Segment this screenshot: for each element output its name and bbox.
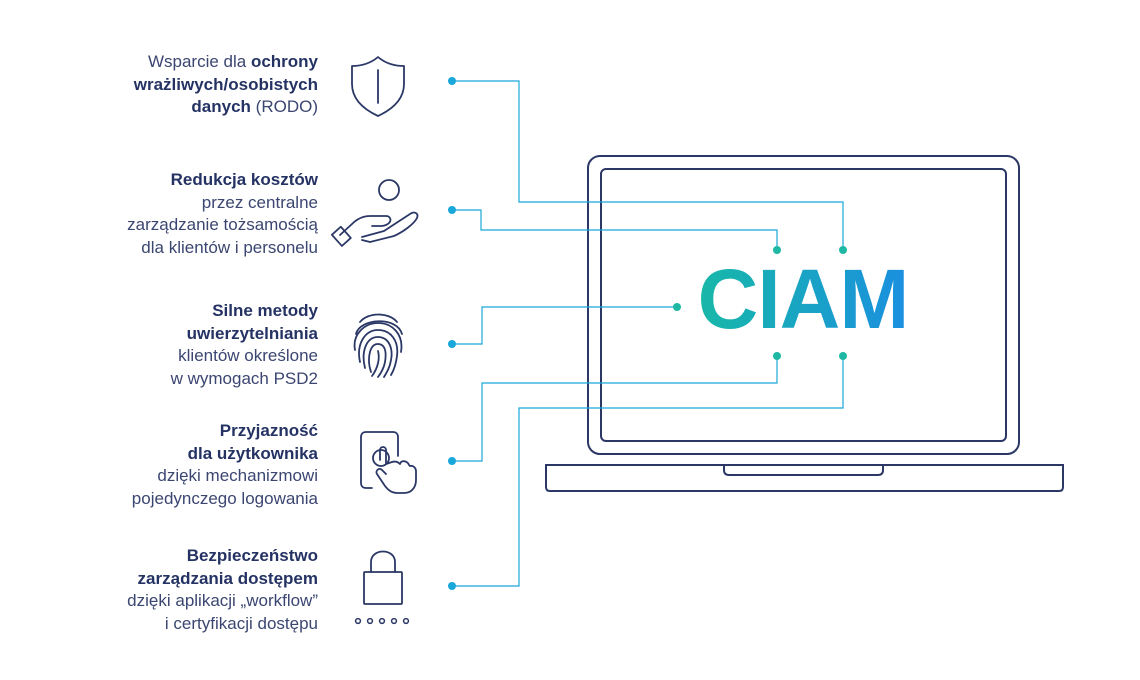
feature-text-bold: danych: [191, 97, 251, 116]
feature-text-bold: Redukcja kosztów: [170, 170, 318, 189]
feature-text-cost-reduction: Redukcja kosztów przez centralne zarządzan…: [18, 169, 318, 259]
feature-text-regular: przez centralne: [201, 192, 318, 212]
feature-line: zarządzanie tożsamością: [18, 214, 318, 237]
feature-line: przez centralne: [18, 192, 318, 215]
feature-line: zarządzania dostępem: [18, 568, 318, 591]
feature-text-regular: zarządzanie tożsamością: [127, 215, 318, 234]
feature-dot-3: [448, 340, 456, 348]
feature-text-regular: dla klientów i personelu: [141, 237, 318, 257]
feature-text-user-friendliness: Przyjazność dla użytkownika dzięki mechani…: [18, 420, 318, 510]
padlock-icon: [363, 550, 403, 605]
feature-text-bold: uwierzytelniania: [186, 323, 318, 343]
feature-text-bold: Bezpieczeństwo: [186, 546, 318, 565]
feature-text-regular: dzięki aplikacji „workflow”: [127, 591, 318, 610]
feature-line: dla klientów i personelu: [18, 237, 318, 260]
feature-text-regular: i certyfikacji dostępu: [164, 613, 318, 633]
feature-text-bold: zarządzania dostępem: [137, 568, 318, 588]
fingerprint-icon: [353, 313, 403, 378]
connector-line-1: [452, 80, 844, 250]
connector-line-3: [452, 306, 677, 345]
feature-line: dzięki aplikacji „workflow”: [18, 590, 318, 613]
feature-line: w wymogach PSD2: [18, 368, 318, 391]
connector-line-5: [452, 356, 844, 587]
feature-text-strong-authentication: Silne metody uwierzytelniania klientów okr…: [18, 300, 318, 390]
feature-line: wrażliwych/osobistych: [18, 74, 318, 97]
feature-dot-2: [448, 206, 456, 214]
feature-line: dzięki mechanizmowi: [18, 465, 318, 488]
feature-line: pojedynczego logowania: [18, 488, 318, 511]
touch-screen-icon: [360, 431, 417, 494]
screen-dot-top-right: [839, 246, 847, 254]
laptop-icon: [545, 155, 1064, 492]
screen-dot-bottom-right: [839, 352, 847, 360]
feature-text-regular: pojedynczego logowania: [131, 488, 318, 508]
shield-icon: [351, 56, 405, 117]
feature-dot-5: [448, 582, 456, 590]
connector-line-4: [452, 356, 778, 462]
feature-line: Przyjazność: [18, 420, 318, 443]
screen-dots: [673, 246, 847, 360]
screen-dot-left: [673, 303, 681, 311]
feature-line: danych (RODO): [18, 96, 318, 119]
feature-text-regular: Wsparcie dla: [147, 52, 251, 71]
feature-dot-4: [448, 457, 456, 465]
laptop-base-notch: [723, 465, 884, 476]
feature-text-bold: dla użytkownika: [187, 443, 318, 463]
feature-line: klientów określone: [18, 345, 318, 368]
feature-text-bold: Silne metody: [212, 301, 318, 320]
feature-line: Silne metody: [18, 300, 318, 323]
feature-text-access-management: Bezpieczeństwo zarządzania dostępem dzięki…: [18, 545, 318, 635]
feature-text-bold: ochrony: [250, 52, 318, 71]
password-dots-icon: [354, 617, 410, 625]
feature-line: uwierzytelniania: [18, 323, 318, 346]
laptop-screen: [600, 168, 1007, 442]
feature-text-regular: (RODO): [250, 97, 318, 116]
feature-line: i certyfikacji dostępu: [18, 613, 318, 636]
feature-dots: [448, 77, 456, 590]
feature-text-regular: dzięki mechanizmowi: [157, 466, 318, 485]
screen-dot-top-left: [773, 246, 781, 254]
ciam-label: CIAM: [698, 252, 909, 346]
feature-text-bold: Przyjazność: [219, 421, 318, 440]
laptop-base: [545, 464, 1064, 492]
connector-line-2: [452, 209, 778, 250]
connector-lines: [452, 80, 844, 587]
feature-line: Redukcja kosztów: [18, 169, 318, 192]
feature-text-regular: klientów określone: [178, 346, 318, 365]
feature-line: Bezpieczeństwo: [18, 545, 318, 568]
feature-dot-1: [448, 77, 456, 85]
feature-text-regular: w wymogach PSD2: [170, 368, 318, 388]
feature-line: Wsparcie dla ochrony: [18, 51, 318, 74]
feature-line: dla użytkownika: [18, 443, 318, 466]
screen-dot-bottom-left: [773, 352, 781, 360]
hand-coin-icon: [330, 179, 419, 247]
laptop-outer-frame: [587, 155, 1020, 455]
feature-text-bold: wrażliwych/osobistych: [133, 74, 318, 94]
